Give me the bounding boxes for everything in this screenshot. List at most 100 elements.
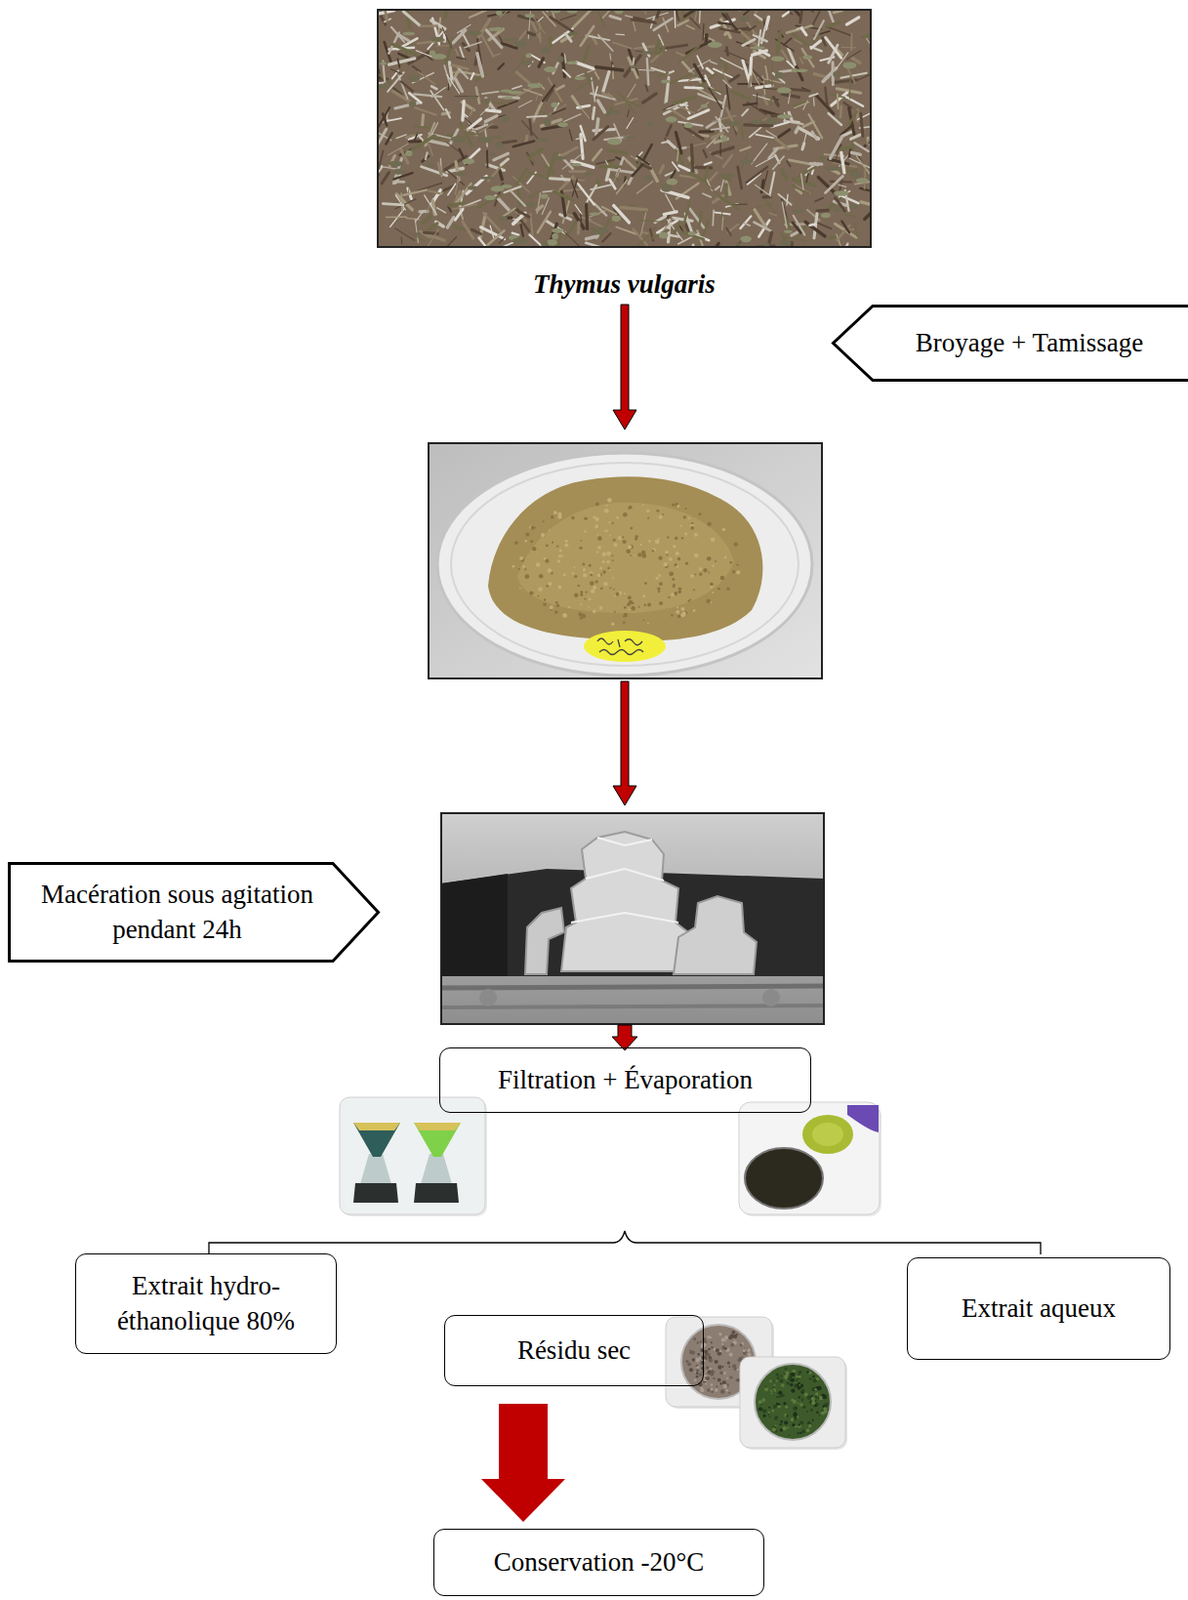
thyme-texture <box>512 85 522 89</box>
thyme-texture <box>833 206 843 212</box>
thyme-texture <box>428 223 438 230</box>
residue-photo <box>797 1382 801 1386</box>
thyme-texture <box>396 134 407 139</box>
powder-texture <box>652 548 656 553</box>
residue-photo <box>822 1406 827 1411</box>
powder-texture <box>711 564 714 567</box>
residue-photo <box>814 1395 818 1399</box>
powder-texture <box>611 622 615 626</box>
thyme-texture <box>742 39 755 45</box>
product-box: Extrait aqueux <box>906 1257 1171 1360</box>
residue-photo <box>782 1393 785 1396</box>
maceration-photo <box>673 896 757 975</box>
thyme-texture <box>486 151 490 168</box>
step-callout-outline <box>9 863 379 962</box>
powder-texture <box>639 543 642 546</box>
residue-photo <box>696 1371 699 1375</box>
powder-texture <box>537 586 542 591</box>
powder-texture <box>553 510 558 515</box>
residue-photo <box>728 1392 731 1394</box>
residue-photo <box>770 1390 773 1393</box>
thyme-texture <box>538 58 543 67</box>
residue-photo <box>704 1376 708 1380</box>
thyme-texture <box>486 30 502 48</box>
thyme-texture <box>611 169 633 173</box>
powder-texture <box>557 559 561 563</box>
residue-photo <box>758 1406 763 1411</box>
thyme-texture <box>590 184 612 190</box>
thyme-texture <box>771 61 773 88</box>
thyme-texture <box>654 18 673 31</box>
thyme-texture <box>786 194 788 205</box>
residue-photo <box>799 1384 802 1387</box>
powder-texture <box>614 594 616 597</box>
thyme-texture <box>684 122 694 128</box>
thyme-texture <box>389 58 415 65</box>
powder-texture <box>577 612 582 616</box>
residue-photo <box>760 1407 764 1411</box>
thyme-texture <box>600 164 621 168</box>
powder-texture <box>682 612 687 616</box>
powder-texture <box>579 590 583 594</box>
residue-photo <box>754 1363 831 1440</box>
thyme-texture <box>493 153 509 161</box>
powder-texture <box>597 545 602 550</box>
thyme-texture <box>559 147 577 157</box>
powder-texture <box>629 554 632 557</box>
thyme-texture <box>388 161 404 167</box>
powder-texture <box>549 605 554 610</box>
residue-photo <box>769 1379 773 1383</box>
residue-photo <box>776 1380 779 1383</box>
thyme-texture <box>641 50 656 54</box>
residue-photo <box>724 1347 728 1351</box>
residue-photo <box>736 1368 738 1371</box>
thyme-texture <box>674 96 696 103</box>
residue-photo <box>718 1382 722 1386</box>
thyme-texture <box>543 119 552 126</box>
powder-texture <box>606 560 611 565</box>
thyme-texture <box>499 215 508 221</box>
powder-texture <box>674 535 678 539</box>
residue-photo <box>767 1413 770 1416</box>
thyme-texture <box>711 126 730 129</box>
thyme-texture <box>763 243 771 246</box>
thyme-texture <box>690 208 704 228</box>
thyme-texture <box>724 50 747 61</box>
powder-texture <box>709 581 714 586</box>
thyme-texture <box>416 183 442 192</box>
thyme-texture <box>567 60 578 65</box>
thyme-texture <box>622 135 635 139</box>
thyme-texture <box>643 175 652 181</box>
thyme-texture <box>624 158 637 169</box>
powder-texture <box>706 556 712 562</box>
residue-photo <box>709 1371 714 1376</box>
thyme-texture <box>486 110 500 112</box>
thyme-texture <box>387 118 402 122</box>
node-text: Macération sous agitation pendant 24h <box>31 877 325 947</box>
residue-photo <box>810 1408 814 1412</box>
thyme-texture <box>491 53 500 57</box>
powder-photo <box>428 443 822 679</box>
thyme-texture <box>673 9 676 28</box>
powder-texture <box>579 603 582 606</box>
thyme-texture <box>529 234 542 246</box>
powder-texture <box>652 549 656 553</box>
powder-texture <box>572 572 575 575</box>
thyme-texture <box>377 9 871 247</box>
thyme-texture <box>666 124 672 136</box>
thyme-texture <box>403 190 427 196</box>
powder-texture <box>590 588 596 594</box>
powder-texture <box>602 570 607 574</box>
thyme-texture <box>574 204 582 215</box>
thyme-texture <box>778 129 790 138</box>
residue-photo <box>772 1427 777 1432</box>
thyme-texture <box>378 150 383 169</box>
residue-photo <box>710 1383 714 1387</box>
thyme-texture <box>608 150 627 154</box>
thyme-texture <box>698 9 701 24</box>
powder-texture <box>556 604 560 608</box>
thyme-texture <box>575 136 585 139</box>
thyme-texture <box>743 223 750 227</box>
residue-photo <box>736 1378 739 1382</box>
thyme-texture <box>659 165 663 173</box>
